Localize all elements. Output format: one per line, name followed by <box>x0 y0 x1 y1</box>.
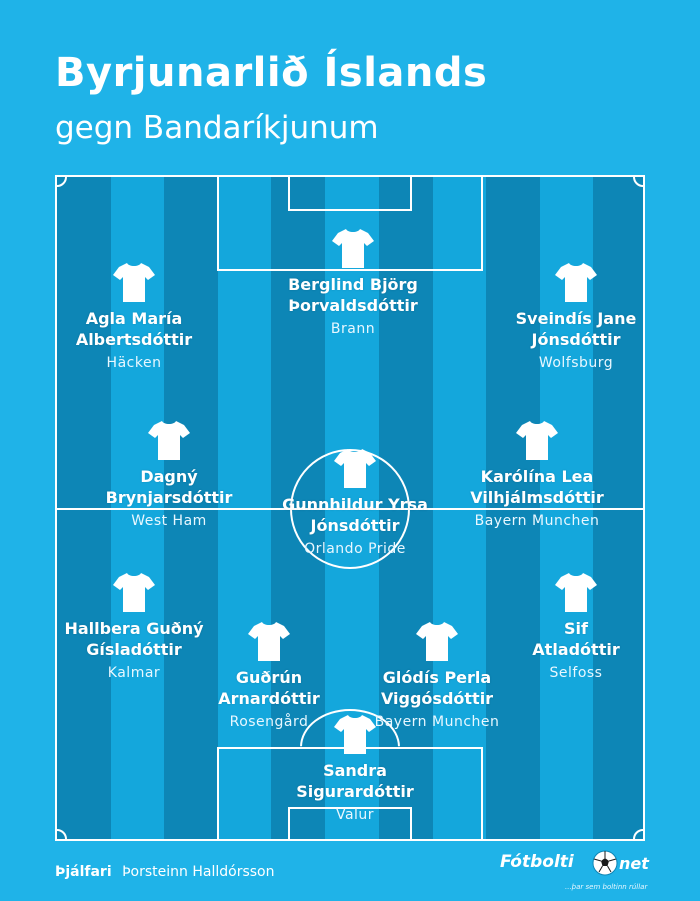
coach-line: Þjálfari Þorsteinn Halldórsson <box>55 864 274 880</box>
shirt-icon <box>555 263 597 302</box>
player-club: Bayern Munchen <box>374 714 500 730</box>
player-club: Wolfsburg <box>538 355 614 371</box>
player-club: Bayern Munchen <box>474 513 600 529</box>
logo-tagline: ...þar sem boltinn rúllar <box>565 883 648 891</box>
coach-name: Þorsteinn Halldórsson <box>122 864 275 880</box>
player-club: Brann <box>330 321 376 337</box>
coach-label: Þjálfari <box>55 864 112 880</box>
player-club: Orlando Pride <box>304 541 406 557</box>
player-name: Gunnhildur Yrsa Jónsdóttir <box>282 495 428 535</box>
page-subtitle: gegn Bandaríkjunum <box>55 110 379 146</box>
player-card: Sif Atladóttir Selfoss <box>476 570 676 682</box>
shirt-icon <box>334 449 376 488</box>
player-club: Rosengård <box>229 714 309 730</box>
logo-suffix: net <box>619 854 649 873</box>
fotbolti-net-logo[interactable]: Fótbolti net ...þar sem boltinn rúllar <box>500 850 650 895</box>
shirt-icon <box>113 263 155 302</box>
shirt-icon <box>416 622 458 661</box>
shirt-icon <box>148 421 190 460</box>
player-card: Dagný Brynjarsdóttir West Ham <box>69 418 269 530</box>
player-club: Valur <box>335 807 375 823</box>
player-name: Sveindís Jane Jónsdóttir <box>515 309 637 349</box>
player-name: Sandra Sigurardóttir <box>296 761 414 801</box>
player-name: Karólína Lea Vilhjálmsdóttir <box>470 467 604 507</box>
player-name: Dagný Brynjarsdóttir <box>105 467 233 507</box>
player-card: Gunnhildur Yrsa Jónsdóttir Orlando Pride <box>255 446 455 558</box>
player-card: Berglind Björg Þorvaldsdóttir Brann <box>253 226 453 338</box>
football-pitch <box>55 175 645 841</box>
player-name: Guðrún Arnardóttir <box>218 668 320 708</box>
player-card: Hallbera Guðný Gísladóttir Kalmar <box>34 570 234 682</box>
shirt-icon <box>248 622 290 661</box>
corner-arc-top-right <box>633 177 643 187</box>
player-card: Sveindís Jane Jónsdóttir Wolfsburg <box>476 260 676 372</box>
player-name: Berglind Björg Þorvaldsdóttir <box>288 275 418 315</box>
player-card: Agla María Albertsdóttir Häcken <box>34 260 234 372</box>
player-card: Karólína Lea Vilhjálmsdóttir Bayern Munc… <box>437 418 637 530</box>
bottom-goal-box <box>288 807 412 839</box>
corner-arc-bottom-left <box>57 829 67 839</box>
corner-arc-bottom-right <box>633 829 643 839</box>
top-goal-box <box>288 177 412 211</box>
shirt-icon <box>334 715 376 754</box>
player-name: Agla María Albertsdóttir <box>75 309 193 349</box>
shirt-icon <box>113 573 155 612</box>
player-club: West Ham <box>131 513 207 529</box>
player-name: Hallbera Guðný Gísladóttir <box>64 619 204 659</box>
center-circle <box>290 449 410 569</box>
player-name: Glódís Perla Viggósdóttir <box>380 668 494 708</box>
player-card: Guðrún Arnardóttir Rosengård <box>169 619 369 731</box>
logo-text: Fótbolti <box>500 852 574 872</box>
page-title: Byrjunarlið Íslands <box>55 50 488 96</box>
top-penalty-box <box>217 177 483 271</box>
shirt-icon <box>516 421 558 460</box>
player-club: Kalmar <box>107 665 161 681</box>
player-name: Sif Atladóttir <box>532 619 620 659</box>
shirt-icon <box>332 229 374 268</box>
player-club: Häcken <box>106 355 162 371</box>
player-club: Selfoss <box>549 665 603 681</box>
player-card: Sandra Sigurardóttir Valur <box>255 712 455 824</box>
player-card: Glódís Perla Viggósdóttir Bayern Munchen <box>337 619 537 731</box>
football-icon <box>592 850 618 876</box>
shirt-icon <box>555 573 597 612</box>
